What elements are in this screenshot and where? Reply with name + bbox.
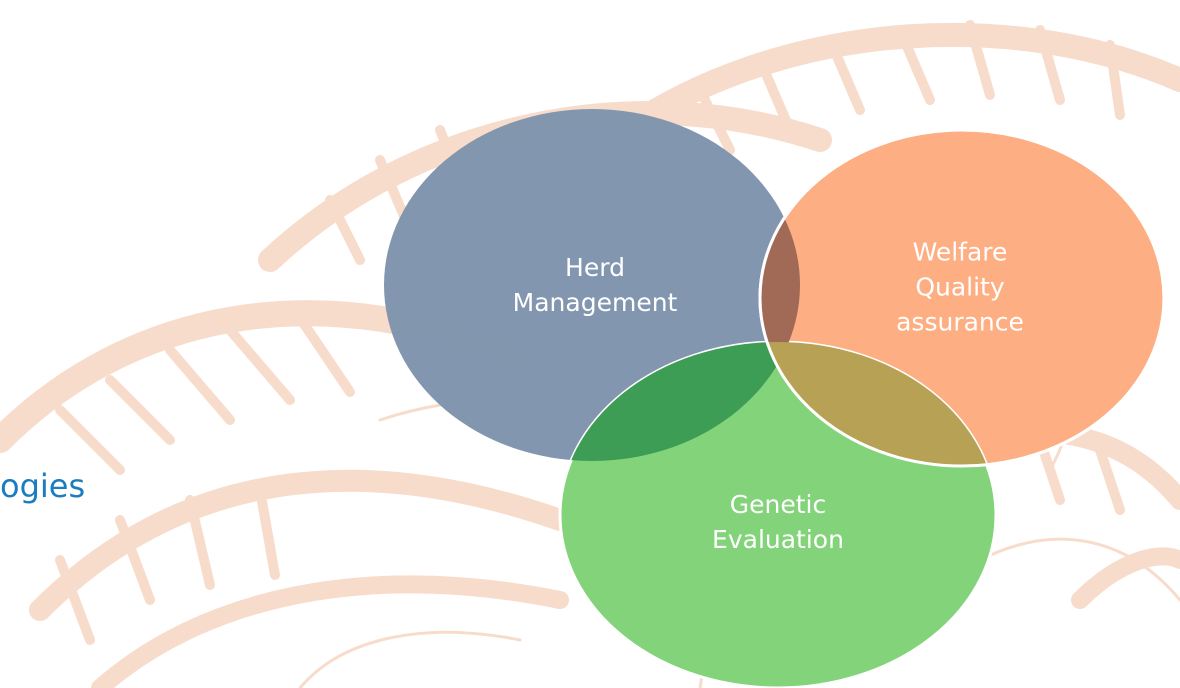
edge-text: ogies [0, 467, 86, 505]
genetic-evaluation-label: Genetic Evaluation [712, 487, 844, 557]
welfare-label-line1: Welfare [912, 237, 1008, 267]
genetic-label-line2: Evaluation [712, 525, 844, 554]
herd-genetic-overlap [560, 342, 800, 461]
herd-management-label: Herd Management [513, 250, 678, 320]
genetic-label-line1: Genetic [729, 490, 827, 519]
herd-label-line1: Herd [565, 253, 625, 282]
welfare-label-line3: assurance [896, 307, 1024, 337]
welfare-quality-label: Welfare Quality assurance [896, 235, 1024, 340]
welfare-label-line2: Quality [915, 272, 1005, 302]
welfare-genetic-overlap [760, 342, 996, 466]
herd-label-line2: Management [512, 288, 678, 317]
